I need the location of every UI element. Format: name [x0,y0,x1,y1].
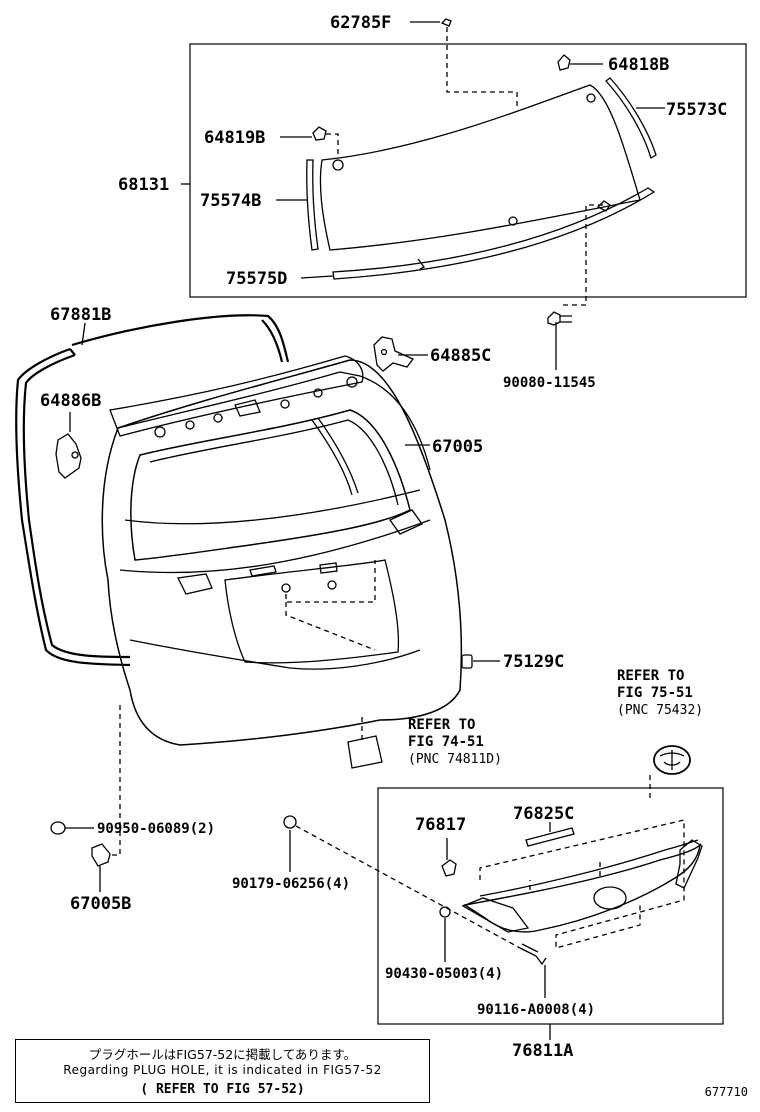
plug-90950 [50,821,66,835]
guide-62785F [446,27,518,110]
label-75574B: 75574B [200,191,261,211]
strip-clip-2 [417,258,425,270]
stop-64819B [312,126,327,141]
bracket-64886B [55,433,82,479]
refer-75-line2: FIG 75-51 [617,685,693,701]
label-64818B: 64818B [608,55,669,75]
stop-64818B [557,54,571,71]
label-76811A: 76811A [512,1041,573,1061]
part-62785F [440,18,452,27]
label-67005: 67005 [432,437,483,457]
molding-75574B [306,159,319,251]
figure-code: 677710 [704,1085,748,1099]
label-67005B: 67005B [70,894,131,914]
guide-90080 [560,204,603,306]
nut-90430 [439,906,451,918]
garnish-left-end [461,897,530,933]
door-hole-2 [185,420,195,430]
guide-75129C [285,560,376,651]
guide-90179 [295,825,521,949]
glass-group-box [189,43,747,298]
door-hole-8 [327,580,337,590]
label-67881B: 67881B [50,305,111,325]
garnish-76811A [463,843,701,933]
back-glass [319,84,641,251]
door-upper-rail [117,371,431,471]
label-90179: 90179-06256(4) [232,876,350,892]
glass-hole-left [332,159,344,171]
emblem-inner [659,750,685,770]
garnish-guide-box [479,819,685,949]
door-hole-1 [154,426,166,438]
bracket-hole-64886B [71,451,79,459]
garnish-right-end [675,839,703,889]
label-90116: 90116-A0008(4) [477,1002,595,1018]
door-hole-4 [280,399,290,409]
stud-67005B [91,843,111,867]
door-window-inner [149,419,399,506]
label-90430: 90430-05003(4) [385,966,503,982]
door-lower-body [129,639,421,670]
label-62785F: 62785F [330,13,391,33]
glass-hole-center [508,216,518,226]
door-hole-5 [313,388,323,398]
emblem-75432 [653,745,691,775]
door-window-opening [130,409,411,561]
molding-75575D [332,187,656,280]
leader-75575D [300,275,334,279]
glass-hole-right [586,93,596,103]
garnish-top-edge [479,839,699,897]
label-64886B: 64886B [40,391,101,411]
strip-clip [596,200,611,212]
bracket-64885C [373,336,415,372]
label-90080: 90080-11545 [503,375,596,391]
label-76825C: 76825C [513,804,574,824]
refer-74-line2: FIG 74-51 [408,734,484,750]
label-90950: 90950-06089(2) [97,821,215,837]
weatherstrip-67881B [15,314,290,667]
note-english: Regarding PLUG HOLE, it is indicated in … [63,1063,382,1077]
screw-90179 [283,815,297,829]
label-64885C: 64885C [430,346,491,366]
plug-hole-note: プラグホールはFIG57-52に掲載してあります。 Regarding PLUG… [15,1039,430,1103]
refer-74-line3: (PNC 74811D) [408,752,502,767]
door-hole-7 [281,583,291,593]
label-68131: 68131 [118,175,169,195]
refer-75-line1: REFER TO [617,668,684,684]
door-opening-left [177,573,213,595]
door-spoiler [109,355,364,437]
label-75129C: 75129C [503,652,564,672]
label-75573C: 75573C [666,100,727,120]
label-64819B: 64819B [204,128,265,148]
guide-64819B [326,133,339,158]
clip-76817 [441,859,457,877]
bracket-hole-64885C [380,348,388,356]
plate-76825C [525,827,575,847]
bolt-90080 [547,311,572,326]
door-hole-3 [213,413,223,423]
door-hole-6 [346,376,358,388]
refer-75-line3: (PNC 75432) [617,703,703,718]
lamp-74811D [347,735,383,769]
guide-90950 [108,705,121,856]
screw-90116 [519,943,547,966]
door-hardware [249,562,338,577]
note-reference: ( REFER TO FIG 57-52) [140,1082,305,1097]
garnish-camera-hole [593,886,627,910]
door-license-recess [224,559,400,664]
label-75575D: 75575D [226,269,287,289]
door-opening-top [234,399,261,417]
leader-67881B [81,322,86,346]
refer-74-line1: REFER TO [408,717,475,733]
clip-75129C [461,654,473,669]
back-door-67005 [101,359,463,746]
door-opening-right [389,509,423,535]
door-cross-member [119,489,431,574]
door-diag-strip [311,417,359,496]
note-japanese: プラグホールはFIG57-52に掲載してあります。 [88,1047,357,1062]
label-76817: 76817 [415,815,466,835]
molding-75573C [605,77,657,159]
